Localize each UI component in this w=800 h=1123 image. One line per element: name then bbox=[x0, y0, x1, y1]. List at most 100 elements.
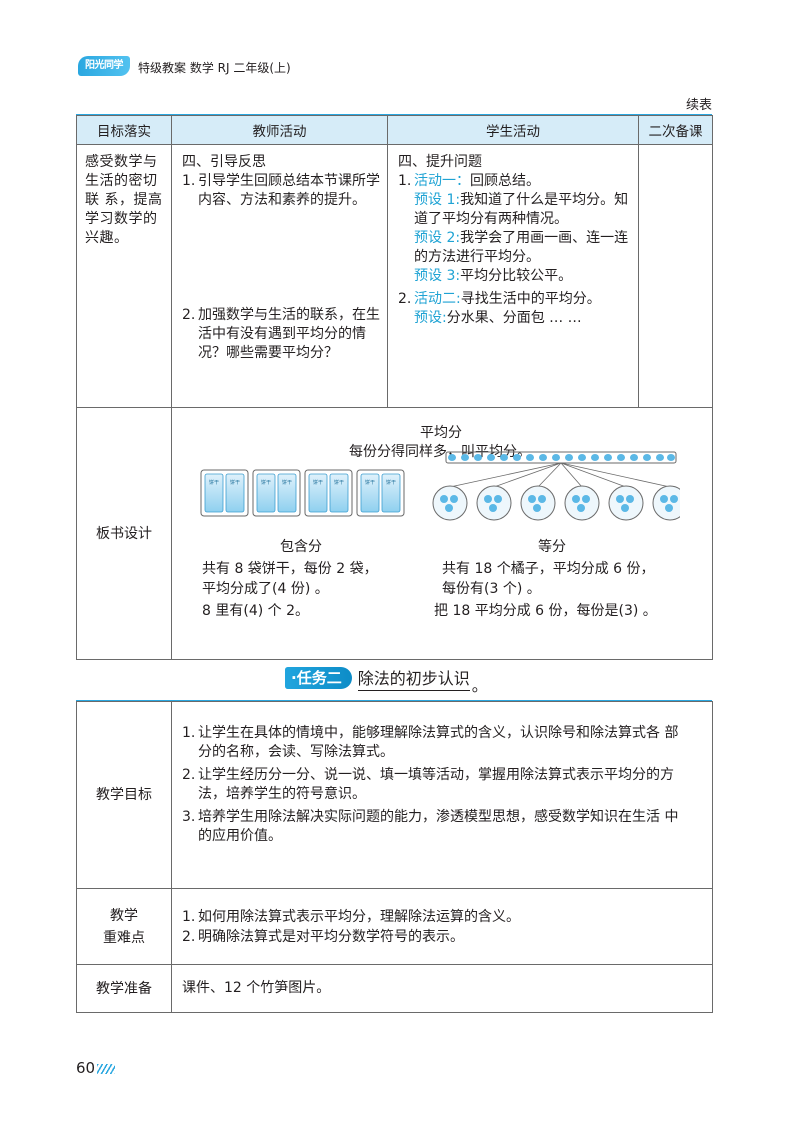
item-number: 2. bbox=[182, 767, 196, 783]
bag-label: 饼干 bbox=[365, 479, 375, 486]
header-teacher: 教师活动 bbox=[171, 115, 388, 145]
bag-label: 饼干 bbox=[261, 479, 271, 486]
goal-line: 兴趣。 bbox=[85, 230, 129, 246]
goal-line: 联 系，提高 bbox=[85, 192, 163, 208]
preset: 预设:分水果、分面包 … … bbox=[398, 309, 632, 328]
task-title: 除法的初步认识 bbox=[357, 665, 470, 691]
page-number-decoration bbox=[97, 1064, 115, 1074]
prep-label: 教学准备 bbox=[76, 964, 172, 1013]
inclusion-line: 共有 8 袋饼干，每份 2 袋， bbox=[202, 561, 378, 577]
board-title: 平均分 bbox=[420, 425, 462, 441]
board-definition: 每份分得同样多，叫平均分。 bbox=[349, 444, 531, 460]
orange-group bbox=[652, 485, 680, 521]
bag-pair: 饼干 饼干 bbox=[200, 469, 249, 517]
book-title: 特级教案 数学 RJ 二年级(上) bbox=[138, 61, 291, 75]
bag-label: 饼干 bbox=[230, 479, 240, 486]
activity-label: 活动一： bbox=[414, 173, 470, 189]
student-section-title: 四、提升问题 bbox=[398, 154, 482, 170]
student-activity-cell: 四、提升问题 1. 活动一：回顾总结。 预设 1:我知道了什么是平均分。知道了平… bbox=[387, 144, 639, 408]
task-badge: ·任务二 bbox=[285, 667, 352, 689]
goal-cell: 感受数学与 生活的密切 联 系，提高 学习数学的 兴趣。 bbox=[76, 144, 172, 408]
bag-label: 饼干 bbox=[313, 479, 323, 486]
item-text: 让学生经历分一分、说一说、填一填等活动，掌握用除法算式表示平均分的方 法，培养学… bbox=[198, 767, 674, 802]
difficulties-label-line: 教学 bbox=[110, 907, 138, 924]
equal-share-line: 共有 18 个橘子，平均分成 6 份， bbox=[442, 561, 655, 577]
difficulty-item: 1. 如何用除法算式表示平均分，理解除法运算的含义。 bbox=[182, 907, 692, 927]
orange-group bbox=[476, 485, 512, 521]
goals-label: 教学目标 bbox=[76, 701, 172, 889]
item-text: 寻找生活中的平均分。 bbox=[460, 291, 601, 307]
goal-line: 学习数学的 bbox=[85, 211, 158, 227]
item-number: 2. bbox=[398, 291, 412, 307]
difficulties-label-line: 重难点 bbox=[103, 929, 145, 946]
oranges-illustration bbox=[432, 451, 680, 521]
preset-text: 分水果、分面包 … … bbox=[446, 310, 582, 326]
item-number: 1. bbox=[398, 173, 412, 189]
goal-item: 2. 让学生经历分一分、说一说、填一填等活动，掌握用除法算式表示平均分的方 法，… bbox=[182, 766, 692, 804]
preset-label: 预设 2: bbox=[414, 230, 461, 246]
goal-item: 3. 培养学生用除法解决实际问题的能力，渗透模型思想，感受数学知识在生活 中的应… bbox=[182, 808, 692, 846]
task-title-dot: 。 bbox=[471, 676, 488, 695]
teacher-activity-cell: 四、引导反思 1. 引导学生回顾总结本节课所学内容、方法和素养的提升。 2. 加… bbox=[171, 144, 388, 408]
bag-label: 饼干 bbox=[334, 479, 344, 486]
difficulties-cell: 1. 如何用除法算式表示平均分，理解除法运算的含义。 2. 明确除法算式是对平均… bbox=[171, 888, 713, 965]
equal-share-title: 等分 bbox=[538, 539, 566, 555]
item-text: 如何用除法算式表示平均分，理解除法运算的含义。 bbox=[198, 908, 520, 925]
equal-share-line: 每份有(3 个) 。 bbox=[442, 581, 541, 597]
bag-label: 饼干 bbox=[386, 479, 396, 486]
student-item: 2. 活动二:寻找生活中的平均分。 bbox=[398, 290, 632, 309]
preset-label: 预设 1: bbox=[414, 192, 461, 208]
inclusion-line: 平均分成了(4 份) 。 bbox=[202, 581, 329, 597]
teacher-item: 2. 加强数学与生活的联系，在生活中有没有遇到平均分的情况？哪些需要平均分？ bbox=[182, 306, 381, 363]
cookie-bags-illustration: 饼干 饼干 饼干 饼干 饼干 饼干 饼干 饼干 bbox=[200, 469, 405, 517]
task-section-heading: ·任务二 除法的初步认识 。 bbox=[285, 665, 488, 695]
second-prep-cell bbox=[638, 144, 713, 408]
goals-cell: 1. 让学生在具体的情境中，能够理解除法算式的含义，认识除号和除法算式各 部分的… bbox=[171, 701, 713, 889]
item-text: 明确除法算式是对平均分数学符号的表示。 bbox=[198, 928, 464, 945]
orange-group bbox=[520, 485, 556, 521]
bag-label: 饼干 bbox=[282, 479, 292, 486]
item-text: 引导学生回顾总结本节课所学内容、方法和素养的提升。 bbox=[198, 173, 380, 208]
preset-text: 我学会了用画一画、连一连的方法进行平均分。 bbox=[414, 230, 629, 265]
header-student: 学生活动 bbox=[387, 115, 639, 145]
board-design-cell: 平均分 每份分得同样多，叫平均分。 饼干 饼干 bbox=[171, 407, 713, 660]
orange-group bbox=[608, 485, 644, 521]
item-text: 加强数学与生活的联系，在生活中有没有遇到平均分的情况？哪些需要平均分？ bbox=[198, 307, 380, 361]
item-number: 1. bbox=[182, 725, 196, 741]
preset-label: 预设: bbox=[414, 310, 447, 326]
orange-group bbox=[564, 485, 600, 521]
preset-label: 预设 3: bbox=[414, 268, 461, 284]
header-goal: 目标落实 bbox=[76, 115, 172, 145]
item-text: 让学生在具体的情境中，能够理解除法算式的含义，认识除号和除法算式各 部分的名称，… bbox=[198, 725, 679, 760]
item-number: 1. bbox=[182, 173, 196, 189]
difficulties-label: 教学 重难点 bbox=[76, 888, 172, 965]
activity-table: 目标落实 教师活动 学生活动 二次备课 感受数学与 生活的密切 联 系，提高 学… bbox=[76, 115, 713, 660]
header-second-prep: 二次备课 bbox=[638, 115, 713, 145]
teacher-section-title: 四、引导反思 bbox=[182, 154, 266, 170]
bag-label: 饼干 bbox=[209, 479, 219, 486]
continued-label: 续表 bbox=[685, 98, 712, 113]
page-number: 60 bbox=[76, 1059, 96, 1077]
inclusion-title: 包含分 bbox=[280, 539, 322, 555]
item-number: 1. bbox=[182, 908, 196, 925]
goal-item: 1. 让学生在具体的情境中，能够理解除法算式的含义，认识除号和除法算式各 部分的… bbox=[182, 724, 692, 762]
inclusion-line: 8 里有(4) 个 2。 bbox=[202, 603, 309, 619]
preset: 预设 1:我知道了什么是平均分。知道了平均分有两种情况。 bbox=[398, 191, 632, 229]
preset-text: 我知道了什么是平均分。知道了平均分有两种情况。 bbox=[414, 192, 629, 227]
item-text: 回顾总结。 bbox=[470, 173, 540, 189]
bag-pair: 饼干 饼干 bbox=[252, 469, 301, 517]
item-number: 2. bbox=[182, 307, 196, 323]
activity-label: 活动二: bbox=[414, 291, 461, 307]
prep-cell: 课件、12 个竹笋图片。 bbox=[171, 964, 713, 1013]
brand-logo: 阳光同学 bbox=[78, 56, 130, 76]
bag-pair: 饼干 饼干 bbox=[304, 469, 353, 517]
objectives-table: 教学目标 1. 让学生在具体的情境中，能够理解除法算式的含义，认识除号和除法算式… bbox=[76, 701, 713, 1013]
item-text: 培养学生用除法解决实际问题的能力，渗透模型思想，感受数学知识在生活 中的应用价值… bbox=[198, 809, 679, 844]
preset-text: 平均分比较公平。 bbox=[460, 268, 573, 284]
orange-group bbox=[432, 485, 468, 521]
goal-line: 生活的密切 bbox=[85, 173, 158, 189]
teacher-item: 1. 引导学生回顾总结本节课所学内容、方法和素养的提升。 bbox=[182, 172, 381, 210]
equal-share-line: 把 18 平均分成 6 份，每份是(3) 。 bbox=[434, 603, 657, 619]
board-design-label: 板书设计 bbox=[76, 407, 172, 660]
difficulty-item: 2. 明确除法算式是对平均分数学符号的表示。 bbox=[182, 927, 692, 947]
